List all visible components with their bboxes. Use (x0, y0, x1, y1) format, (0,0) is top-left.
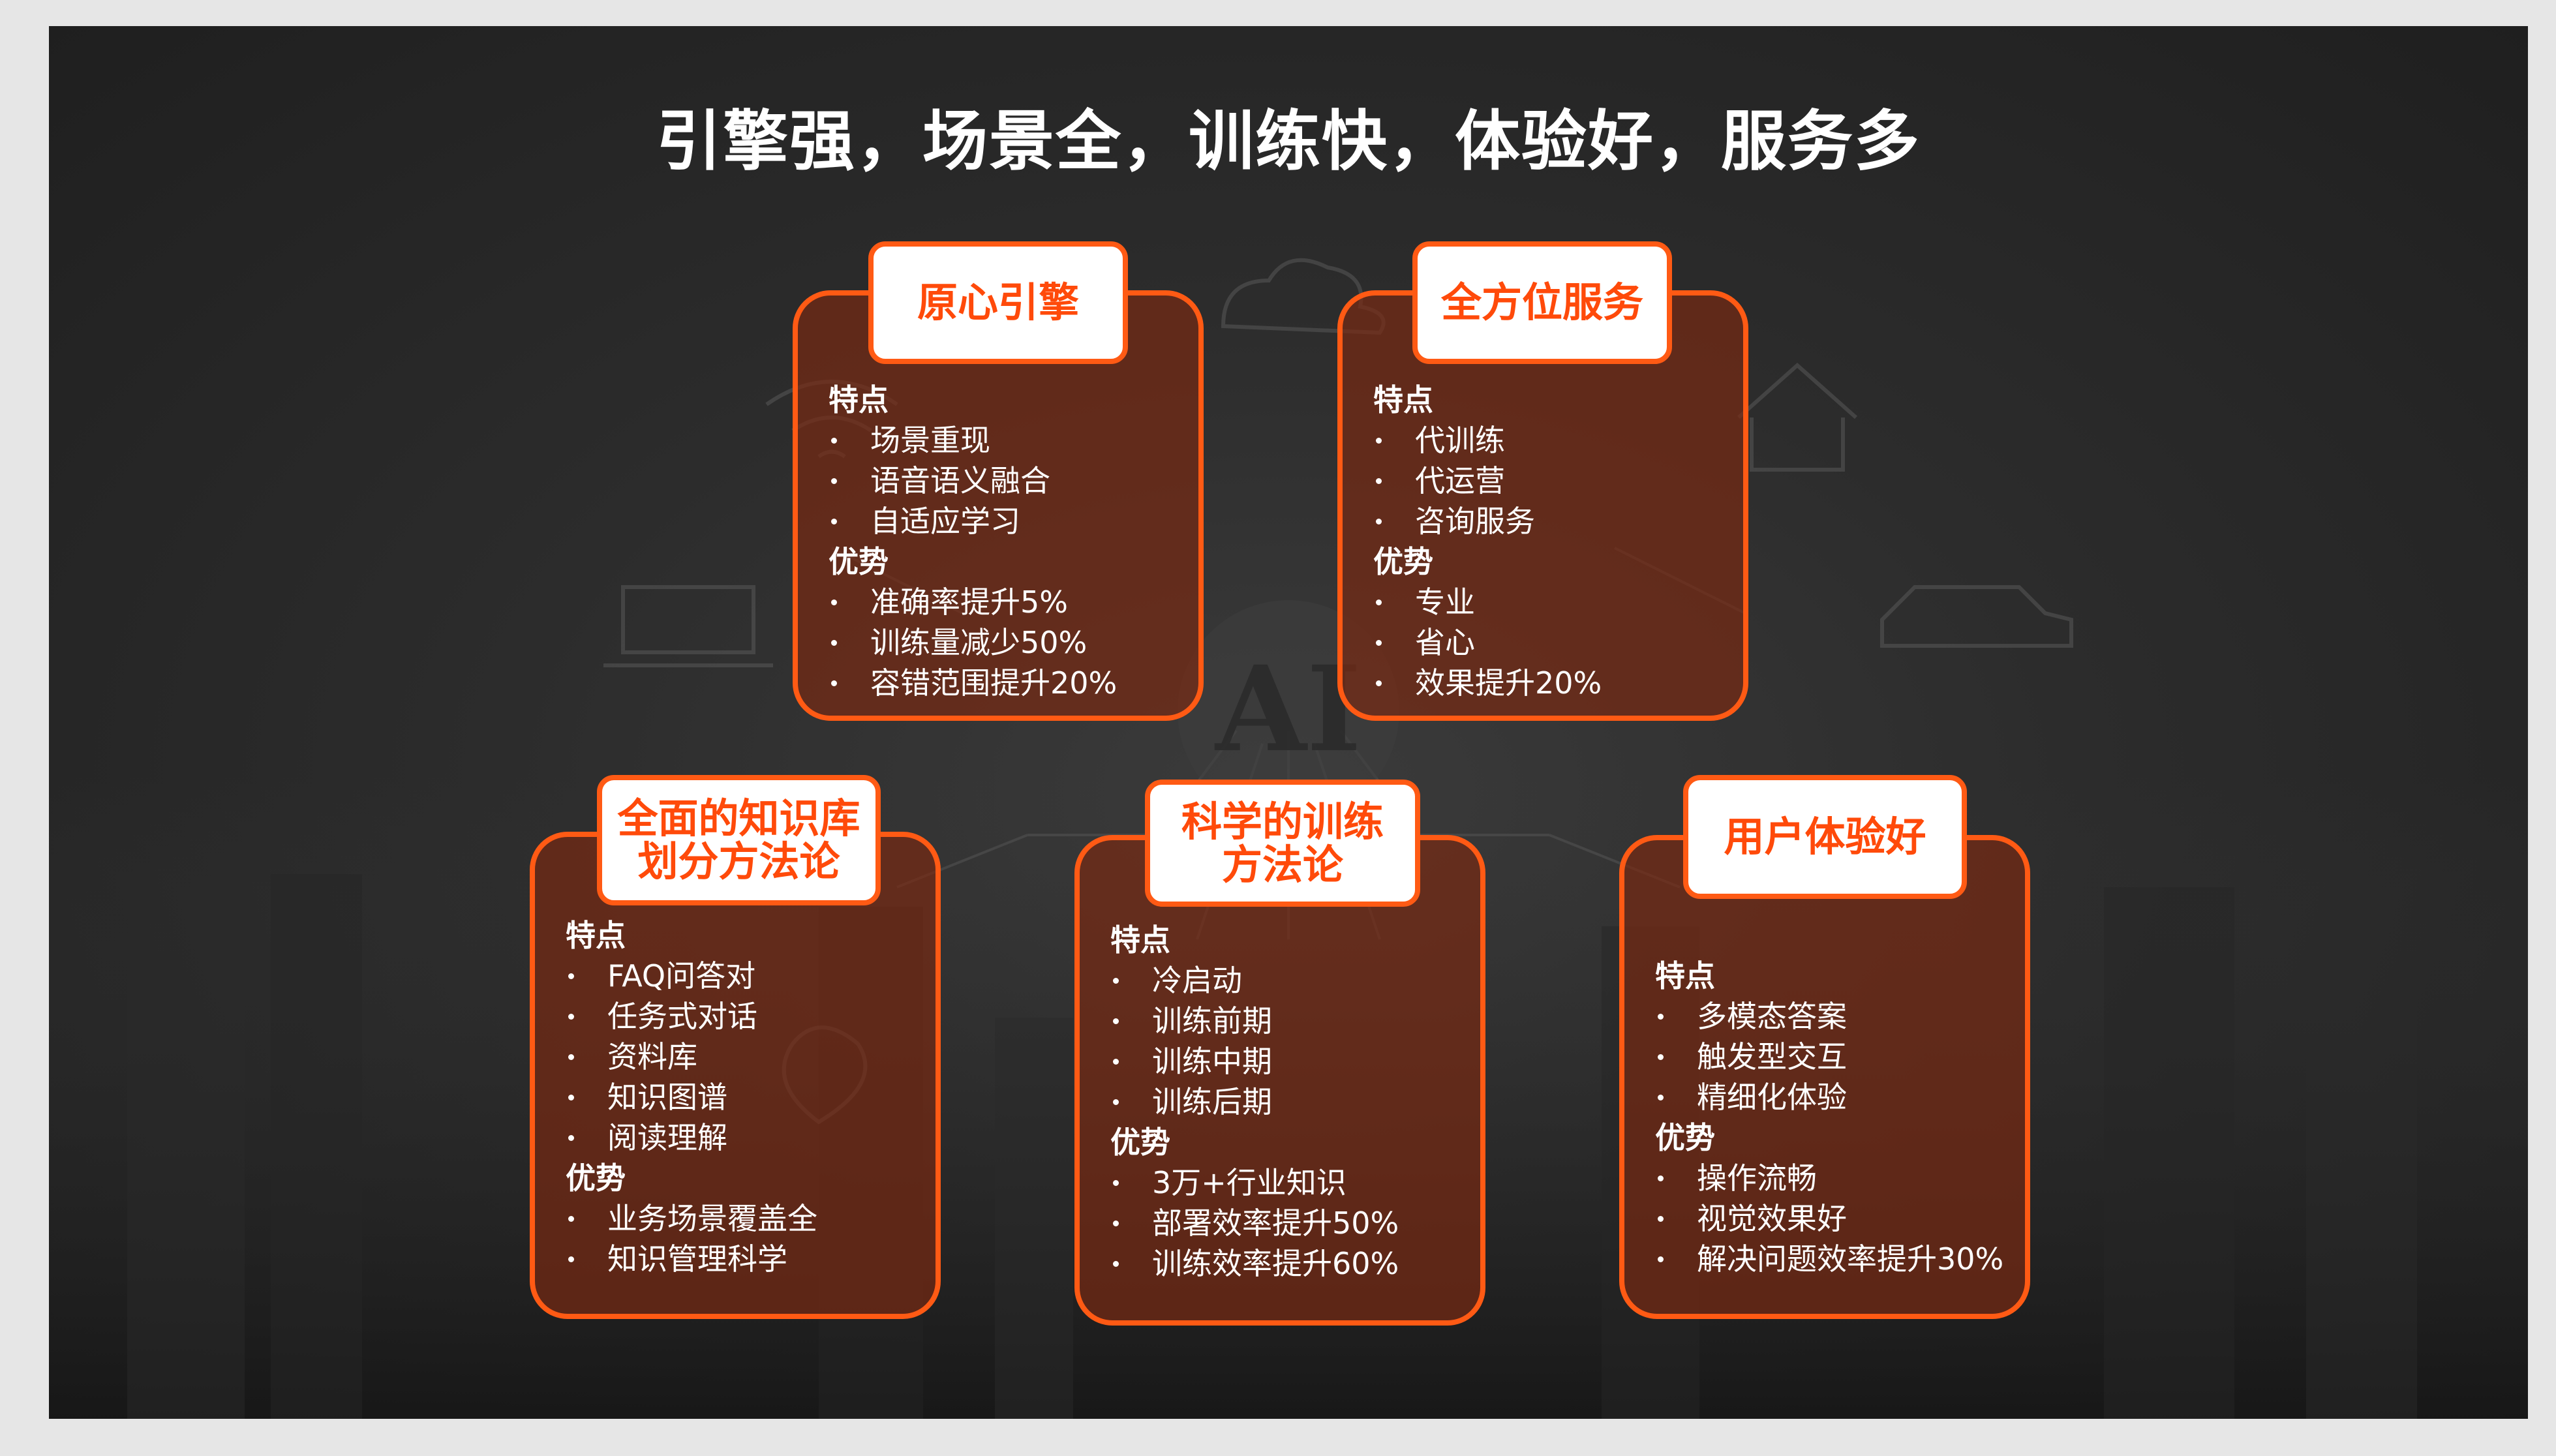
card-full-service-body: 特点 代训练 代运营 咨询服务 优势 专业 省心 效果提升20% (1373, 380, 1602, 703)
list-item: 精细化体验 (1655, 1077, 2003, 1117)
card-knowledge-base (530, 832, 941, 1319)
car-icon (1880, 585, 2073, 648)
section-heading: 特点 (1655, 958, 1715, 993)
section-heading: 优势 (1373, 544, 1433, 579)
list-item: 触发型交互 (1655, 1037, 2003, 1077)
svg-text:AI: AI (1214, 641, 1362, 778)
list-item: 咨询服务 (1373, 501, 1602, 541)
section-heading: 优势 (1655, 1120, 1715, 1155)
list-item: 准确率提升5% (829, 582, 1117, 622)
list-item: 知识图谱 (566, 1077, 817, 1117)
section-heading: 特点 (1373, 382, 1433, 417)
card-user-experience-title: 用户体验好 (1683, 775, 1967, 899)
list-item: 省心 (1373, 622, 1602, 663)
list-item: 任务式对话 (566, 996, 817, 1037)
card-training-method-body: 特点 冷启动 训练前期 训练中期 训练后期 优势 3万+行业知识 部署效率提升5… (1110, 920, 1399, 1284)
card-knowledge-base-body: 特点 FAQ问答对 任务式对话 资料库 知识图谱 阅读理解 优势 业务场景覆盖全… (566, 915, 817, 1279)
list-item: 场景重现 (829, 420, 1117, 461)
list-item: 代运营 (1373, 461, 1602, 501)
slide-canvas: AI 引擎强，场景全，训练快，体验好，服务多 原心引擎 特点 场景重现 语音语义… (49, 26, 2528, 1419)
card-core-engine-title: 原心引擎 (868, 241, 1128, 364)
section-heading: 特点 (566, 918, 626, 953)
list-item: 视觉效果好 (1655, 1198, 2003, 1239)
list-item: 训练后期 (1110, 1082, 1399, 1122)
slide-title: 引擎强，场景全，训练快，体验好，服务多 (656, 103, 1921, 179)
list-item: 解决问题效率提升30% (1655, 1239, 2003, 1279)
section-heading: 优势 (566, 1160, 626, 1196)
house-icon (1737, 362, 1857, 472)
card-training-method-title: 科学的训练 方法论 (1145, 780, 1420, 907)
list-item: 操作流畅 (1655, 1158, 2003, 1198)
list-item: 3万+行业知识 (1110, 1162, 1399, 1203)
list-item: 效果提升20% (1373, 663, 1602, 703)
card-core-engine-body: 特点 场景重现 语音语义融合 自适应学习 优势 准确率提升5% 训练量减少50%… (829, 380, 1117, 703)
list-item: 容错范围提升20% (829, 663, 1117, 703)
card-full-service-title: 全方位服务 (1412, 241, 1672, 364)
list-item: FAQ问答对 (566, 956, 817, 996)
card-knowledge-base-title: 全面的知识库 划分方法论 (597, 775, 881, 905)
list-item: 部署效率提升50% (1110, 1203, 1399, 1243)
list-item: 知识管理科学 (566, 1239, 817, 1279)
section-heading: 优势 (1110, 1125, 1170, 1160)
list-item: 训练前期 (1110, 1001, 1399, 1041)
laptop-icon (603, 585, 773, 667)
list-item: 冷启动 (1110, 960, 1399, 1001)
list-item: 训练量减少50% (829, 622, 1117, 663)
list-item: 语音语义融合 (829, 461, 1117, 501)
section-heading: 特点 (1110, 922, 1170, 958)
list-item: 代训练 (1373, 420, 1602, 461)
card-training-method (1074, 835, 1485, 1326)
list-item: 多模态答案 (1655, 996, 2003, 1037)
card-user-experience (1619, 835, 2030, 1319)
list-item: 资料库 (566, 1037, 817, 1077)
list-item: 自适应学习 (829, 501, 1117, 541)
section-heading: 特点 (829, 382, 889, 417)
list-item: 训练效率提升60% (1110, 1243, 1399, 1284)
list-item: 专业 (1373, 582, 1602, 622)
section-heading: 优势 (829, 544, 889, 579)
card-user-experience-body: 特点 多模态答案 触发型交互 精细化体验 优势 操作流畅 视觉效果好 解决问题效… (1655, 956, 2003, 1279)
list-item: 阅读理解 (566, 1117, 817, 1158)
list-item: 业务场景覆盖全 (566, 1198, 817, 1239)
list-item: 训练中期 (1110, 1041, 1399, 1082)
